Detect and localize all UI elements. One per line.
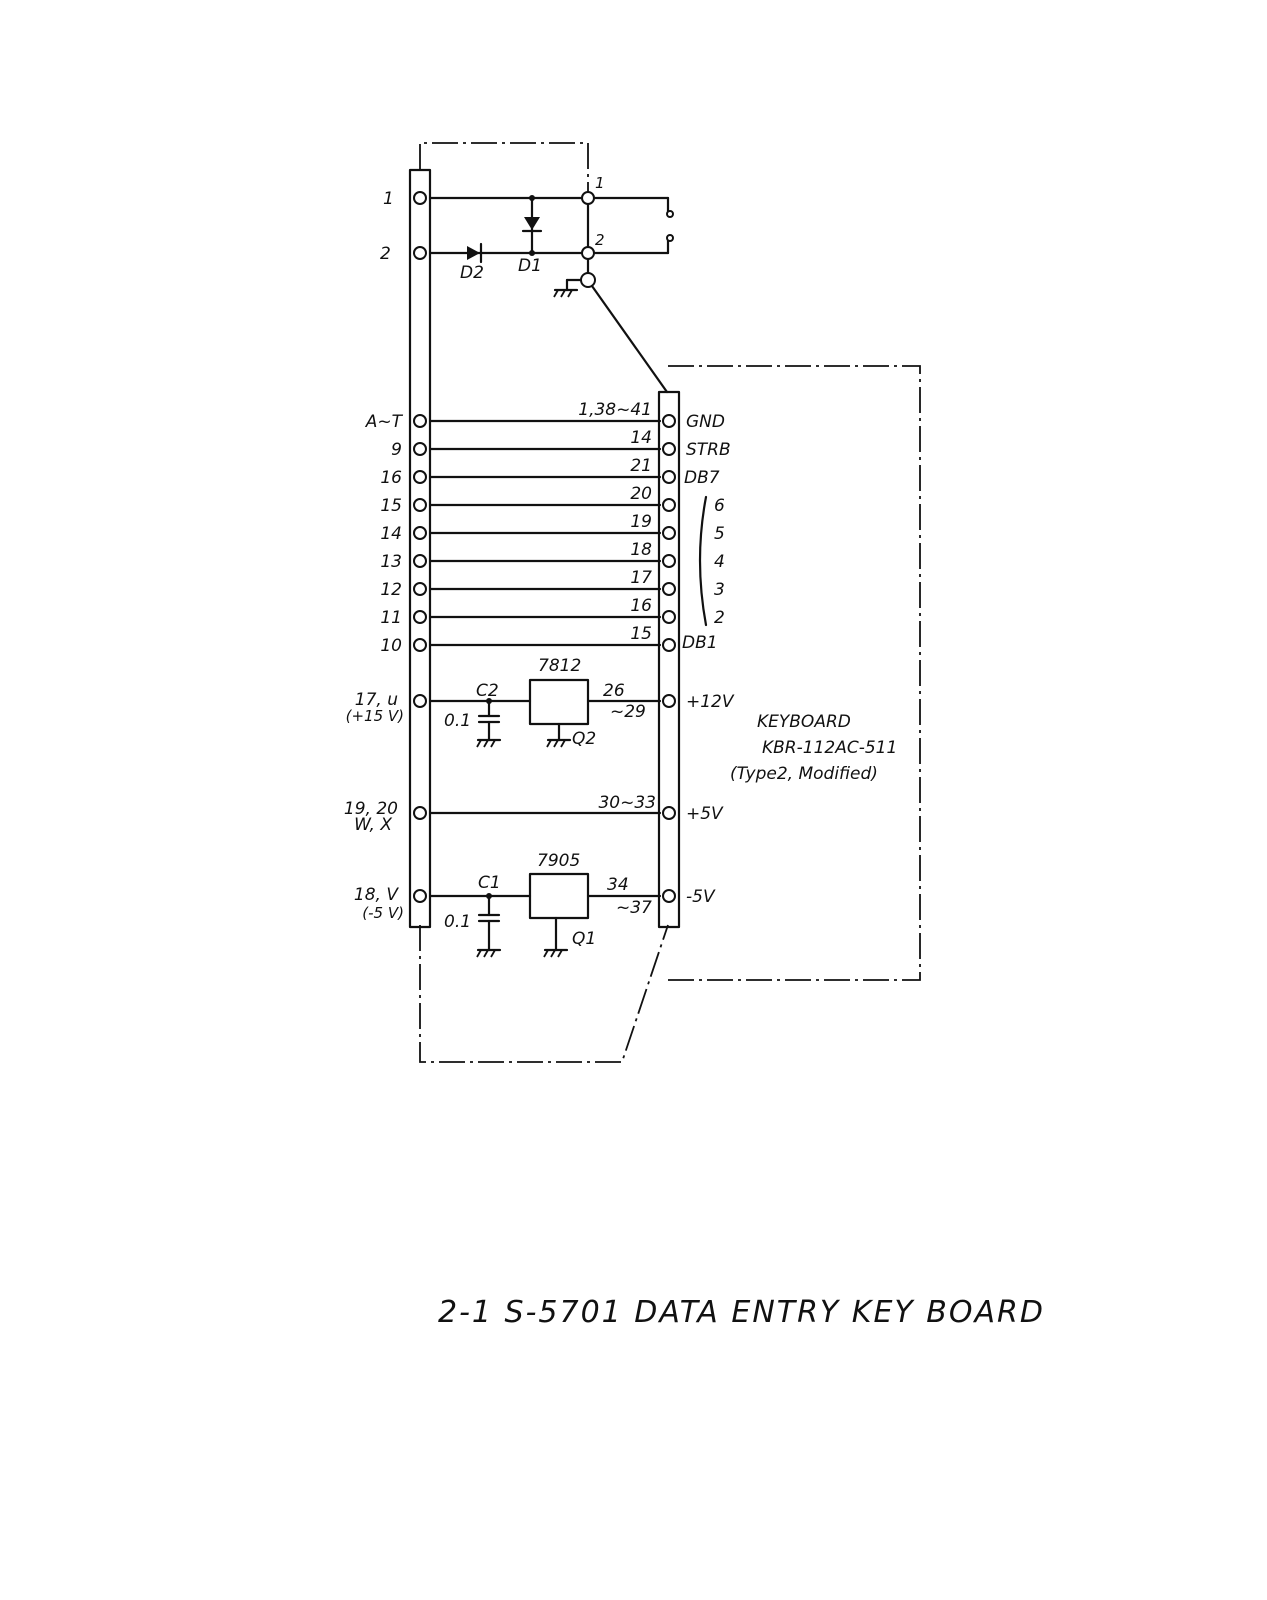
figure-title: 2-1 S-5701 DATA ENTRY KEY BOARD [438, 1295, 1045, 1330]
right-minus5v-label: -5V [686, 887, 716, 907]
shield-wire [590, 284, 669, 394]
svg-text:16: 16 [380, 468, 402, 488]
reg5-pin-number: 34 [607, 875, 629, 895]
svg-text:15: 15 [630, 624, 652, 644]
svg-text:STRB: STRB [686, 440, 731, 460]
svg-text:6: 6 [714, 496, 725, 516]
ground-q2-label: Q2 [572, 729, 596, 749]
left-pin-15v [413, 694, 427, 708]
left-pin-5v [413, 806, 427, 820]
left-connector-strip [408, 168, 432, 929]
svg-text:DB7: DB7 [684, 468, 720, 488]
svg-text:13: 13 [380, 552, 402, 572]
ground-q2 [546, 722, 572, 748]
right-pin-minus5v [662, 889, 676, 903]
capacitor-c2-label: C2 [476, 681, 499, 701]
left-minus5v-label: 18, V [354, 885, 399, 905]
left-bus-pins [413, 414, 427, 652]
regulator-7905-label: 7905 [537, 851, 580, 871]
ground-symbol-switch [553, 278, 583, 298]
left-5v-sublabel: W, X [354, 815, 392, 835]
right-12v-label: +12V [686, 692, 735, 712]
right-bus-pins [662, 414, 676, 652]
svg-text:9: 9 [391, 440, 402, 460]
svg-text:A~T: A~T [365, 412, 404, 432]
switch-pin-1 [581, 191, 595, 205]
switch-ground-pin [580, 272, 596, 288]
svg-text:16: 16 [630, 596, 652, 616]
top-bracket [419, 142, 589, 195]
left-5v-label: 19, 20 [344, 799, 398, 819]
regulator-7905 [528, 872, 590, 920]
svg-text:5: 5 [714, 524, 725, 544]
key-switch [592, 196, 674, 255]
diode-d2-label: D2 [460, 263, 484, 283]
svg-text:14: 14 [380, 524, 402, 544]
left-pin-1 [413, 191, 427, 205]
left-bus-labels: A~T 9 16 15 14 13 12 11 10 [365, 412, 404, 656]
svg-text:11: 11 [380, 608, 402, 628]
db-bracket [698, 495, 708, 627]
reg5-pin-range: ~37 [616, 898, 652, 918]
svg-text:DB1: DB1 [682, 633, 718, 653]
right-pin-12v [662, 694, 676, 708]
diode-d1 [521, 195, 543, 256]
left-pin-minus5v [413, 889, 427, 903]
right-signal-labels: GND STRB DB7 6 5 4 3 2 DB1 [682, 412, 731, 653]
diode-d2 [467, 242, 483, 264]
svg-text:2: 2 [714, 608, 725, 628]
keyboard-model: KBR-112AC-511 [762, 738, 897, 758]
capacitor-c1-value: 0.1 [444, 912, 471, 932]
keyboard-note: (Type2, Modified) [730, 764, 878, 784]
regulator-7812-label: 7812 [538, 656, 581, 676]
keyboard-title: KEYBOARD [757, 712, 851, 732]
svg-text:4: 4 [714, 552, 725, 572]
switch-pin-2 [581, 246, 595, 260]
left-minus5v-sublabel: (-5 V) [362, 904, 404, 922]
right-5v-label: +5V [686, 804, 724, 824]
svg-text:3: 3 [714, 580, 725, 600]
diode-d1-label: D1 [518, 256, 542, 276]
reg12-pin-number: 26 [603, 681, 625, 701]
right-pin-numbers: 1,38~41 14 21 20 19 18 17 16 15 [578, 400, 652, 644]
left-pin-2 [413, 246, 427, 260]
svg-text:20: 20 [630, 484, 652, 504]
ground-q1-label: Q1 [572, 929, 596, 949]
svg-text:10: 10 [380, 636, 402, 656]
capacitor-c1 [476, 893, 502, 958]
left-pin-2-label: 2 [380, 244, 391, 264]
right-connector-strip [657, 390, 681, 929]
svg-text:15: 15 [380, 496, 402, 516]
bottom-bracket [419, 924, 669, 1063]
left-15v-label: 17, u [355, 690, 398, 710]
svg-text:19: 19 [630, 512, 652, 532]
data-bus [428, 419, 662, 647]
svg-text:12: 12 [380, 580, 402, 600]
svg-text:17: 17 [630, 568, 652, 588]
capacitor-c2 [476, 698, 502, 748]
svg-text:14: 14 [630, 428, 652, 448]
switch-pin-2-label: 2 [595, 231, 605, 249]
left-pin-1-label: 1 [383, 189, 394, 209]
left-15v-sublabel: (+15 V) [346, 707, 404, 725]
svg-text:21: 21 [630, 456, 652, 476]
reg12-pin-range: ~29 [610, 702, 646, 722]
switch-pin-1-label: 1 [595, 174, 605, 192]
capacitor-c1-label: C1 [478, 873, 501, 893]
ground-q1 [543, 916, 569, 958]
v5-pin-range: 30~33 [598, 793, 656, 813]
regulator-7812 [528, 678, 590, 726]
svg-text:1,38~41: 1,38~41 [578, 400, 652, 420]
svg-text:18: 18 [630, 540, 652, 560]
svg-text:GND: GND [686, 412, 725, 432]
capacitor-c2-value: 0.1 [444, 711, 471, 731]
right-pin-5v [662, 806, 676, 820]
keyboard-box [668, 365, 921, 981]
